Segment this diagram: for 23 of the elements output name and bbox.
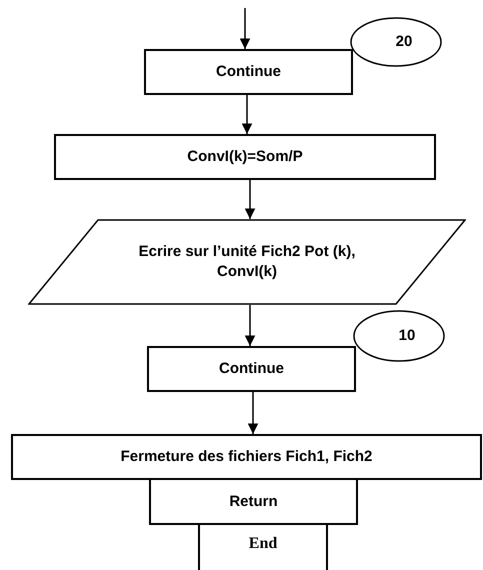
node-label: 10 [398,326,416,346]
process-box [149,480,358,525]
connector-ellipse [353,310,445,362]
process-box [144,49,353,95]
terminal-box [198,525,328,570]
process-box [54,134,436,180]
output-parallelogram [28,219,466,305]
node-label: Fermeture des fichiers Fich1, Fich2 [120,447,372,467]
arrow [248,392,258,434]
arrow [242,95,252,134]
node-label: Continue [216,62,281,82]
connector-ellipse [350,17,442,67]
arrow [240,8,250,49]
node-label: Continue [219,359,284,379]
node-label: Return [229,492,278,512]
node-label: ConvI(k)=Som/P [187,147,303,167]
arrow [244,305,256,346]
node-label: Ecrire sur l’unité Fich2 Pot (k), ConvI(k) [138,242,356,282]
node-label: End [248,534,278,554]
process-box [11,434,482,480]
node-label: 20 [396,32,412,52]
arrow [244,180,256,219]
process-box [147,346,356,392]
